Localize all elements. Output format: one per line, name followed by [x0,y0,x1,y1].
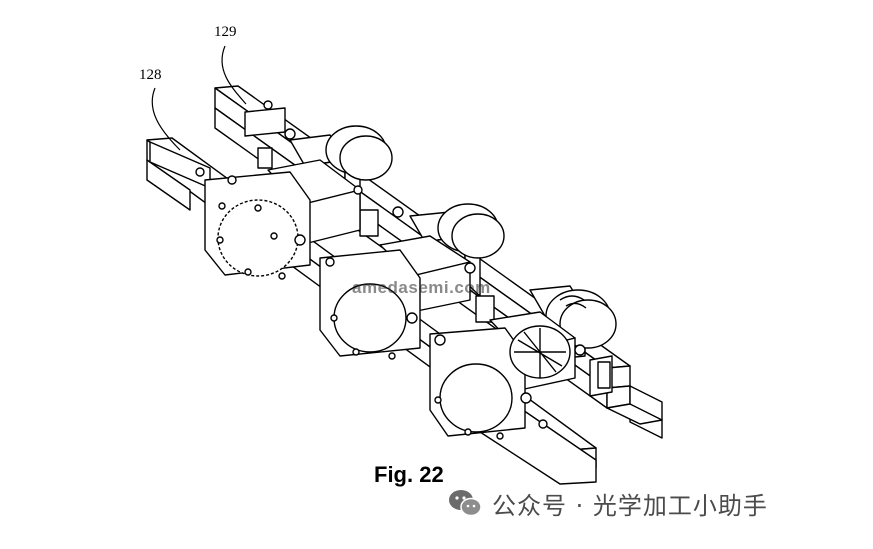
url-watermark: amedasemi.com [352,278,491,297]
back-cells [325,125,617,349]
leader-129 [221,45,247,105]
reference-label-129: 129 [214,24,237,40]
wechat-watermark: 公众号 · 光学加工小助手 [448,487,768,520]
figure-caption: Fig. 22 [374,462,444,487]
wechat-icon [449,490,482,517]
leader-128 [151,87,181,151]
leader-lines [151,45,247,151]
front-cells [204,171,571,437]
fasteners [195,100,586,440]
wechat-account-name: 公众号 · 光学加工小助手 [492,491,768,520]
reference-label-128: 128 [139,67,162,83]
